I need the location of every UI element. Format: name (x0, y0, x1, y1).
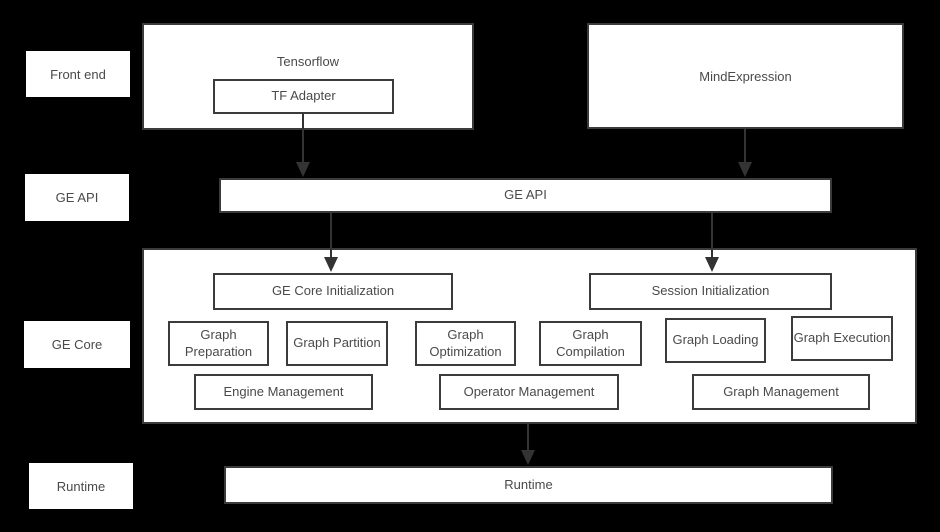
arrow-ge-api-to-ge-core-init-head-icon (324, 257, 338, 272)
row-label-ge-core: GE Core (24, 321, 130, 368)
tensorflow-label: Tensorflow (276, 54, 340, 69)
graph-preparation-box: Graph Preparation (168, 321, 269, 366)
tf-adapter-box: TF Adapter (213, 79, 394, 114)
graph-management-label: Graph Management (723, 383, 839, 399)
arrow-tf-adapter-to-ge-api-line (302, 114, 304, 163)
arrow-ge-api-to-ge-core-init-line (330, 213, 332, 258)
engine-management-label: Engine Management (223, 383, 344, 399)
engine-management-box: Engine Management (194, 374, 373, 410)
row-label-front-end: Front end (26, 51, 130, 97)
row-label-runtime-text: Runtime (56, 478, 106, 494)
graph-execution-box: Graph Execution (791, 316, 893, 361)
arrow-mindexpression-to-ge-api-line (744, 129, 746, 163)
graph-loading-label: Graph Loading (672, 332, 759, 348)
operator-management-label: Operator Management (463, 383, 595, 399)
ge-core-initialization-label: GE Core Initialization (271, 283, 395, 299)
graph-partition-box: Graph Partition (286, 321, 388, 366)
arrow-mindexpression-to-ge-api-head-icon (738, 162, 752, 177)
session-initialization-box: Session Initialization (589, 273, 832, 310)
graph-management-box: Graph Management (692, 374, 870, 410)
arrow-ge-api-to-session-init-head-icon (705, 257, 719, 272)
graph-loading-box: Graph Loading (665, 318, 766, 363)
mindexpression-box: MindExpression (587, 23, 904, 129)
graph-optimization-box: Graph Optimization (415, 321, 516, 366)
row-label-front-end-text: Front end (50, 66, 106, 82)
mindexpression-label: MindExpression (699, 69, 792, 84)
row-label-ge-api: GE API (25, 174, 129, 221)
row-label-runtime: Runtime (29, 463, 133, 509)
session-initialization-label: Session Initialization (651, 283, 770, 299)
runtime-label: Runtime (504, 476, 553, 492)
operator-management-box: Operator Management (439, 374, 619, 410)
row-label-ge-api-text: GE API (55, 190, 99, 205)
graph-execution-label: Graph Execution (793, 330, 891, 346)
arrow-ge-core-to-runtime-head-icon (521, 450, 535, 465)
arrow-tf-adapter-to-ge-api-head-icon (296, 162, 310, 177)
graph-preparation-label: Graph Preparation (184, 326, 253, 359)
arrow-ge-core-to-runtime-line (527, 424, 529, 451)
ge-api-box: GE API (219, 178, 832, 213)
arrow-ge-api-to-session-init-line (711, 213, 713, 258)
graph-optimization-label: Graph Optimization (429, 326, 502, 359)
tf-adapter-label: TF Adapter (271, 88, 336, 104)
row-label-ge-core-text: GE Core (51, 337, 103, 352)
runtime-box: Runtime (224, 466, 833, 504)
ge-core-initialization-box: GE Core Initialization (213, 273, 453, 310)
graph-compilation-box: Graph Compilation (539, 321, 642, 366)
graph-compilation-label: Graph Compilation (556, 326, 625, 359)
graph-partition-label: Graph Partition (293, 335, 381, 351)
ge-api-label: GE API (504, 187, 547, 203)
